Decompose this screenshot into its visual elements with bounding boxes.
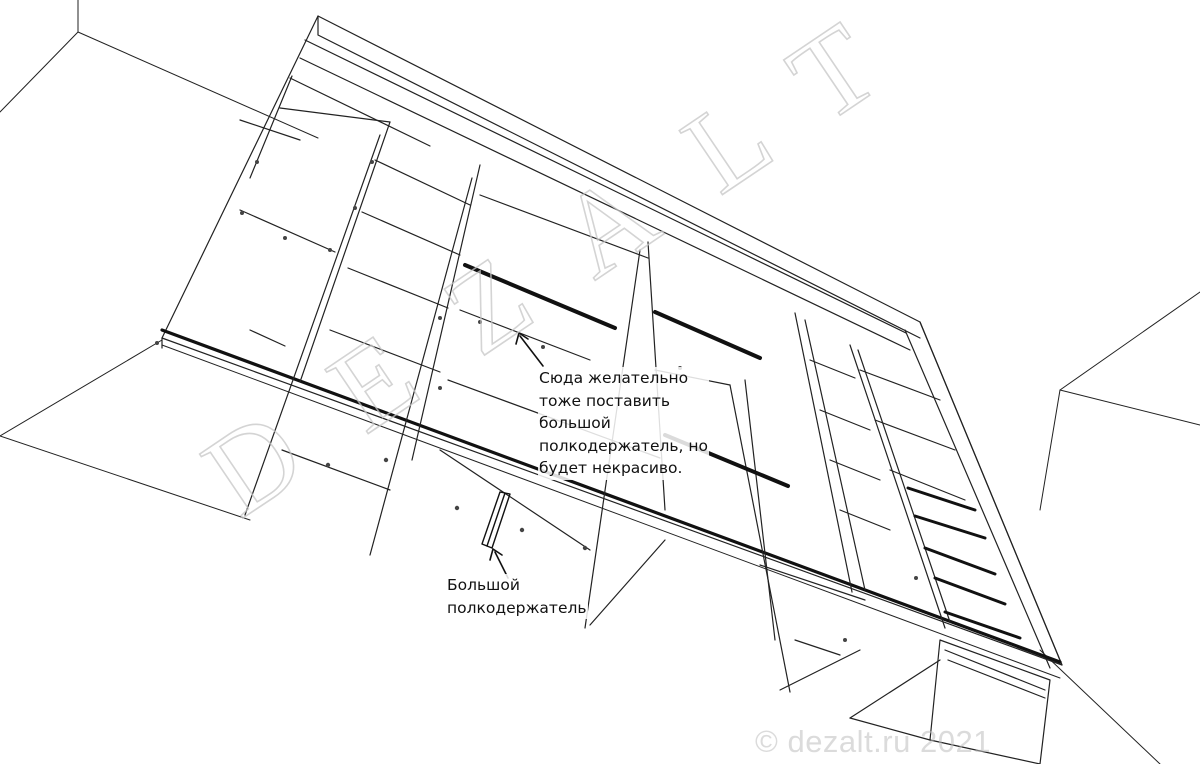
note-main-line-1: Сюда желательно xyxy=(539,369,689,387)
copyright-watermark: © dezalt.ru 2021 xyxy=(755,724,991,759)
annotation-suggestion: Сюда желательно тоже поставить большой п… xyxy=(538,367,710,480)
wardrobe-carcass xyxy=(161,15,1063,669)
note-main-line-4: полкодержатель, но xyxy=(539,436,709,455)
shelf-bracket xyxy=(481,491,511,549)
drawer-block xyxy=(849,639,1051,764)
pullout-rails xyxy=(906,486,1022,640)
note-holder-line-2: полкодержатель xyxy=(447,598,587,617)
note-main-line-3: большой xyxy=(539,414,611,432)
annotation-arrows xyxy=(489,332,544,579)
shelves-right xyxy=(809,359,966,531)
shelves-left xyxy=(239,119,591,551)
note-holder-line-1: Большой xyxy=(447,576,520,594)
front-rail xyxy=(160,328,1062,679)
annotation-shelf-holder: Большой полкодержатель xyxy=(446,574,588,619)
note-main-line-2: тоже поставить xyxy=(539,391,670,410)
note-main-line-5: будет некрасиво. xyxy=(539,459,683,477)
